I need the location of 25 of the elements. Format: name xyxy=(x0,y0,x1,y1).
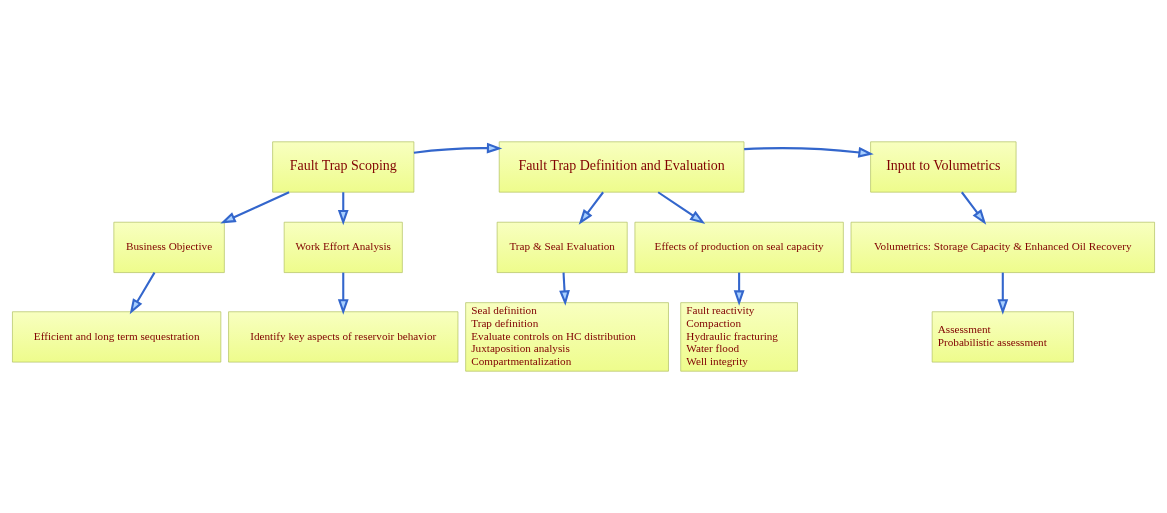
node-box: Assessment Probabilistic assessment xyxy=(931,311,1074,363)
arrow xyxy=(744,146,874,158)
node-box: Efficient and long term sequestration xyxy=(12,311,222,363)
node-box: Business Objective xyxy=(113,221,225,273)
arrow xyxy=(578,191,604,225)
node-box: Work Effort Analysis xyxy=(283,221,403,273)
node-box: Input to Volumetrics xyxy=(870,141,1017,193)
node-box: Seal definition Trap definition Evaluate controls on HC distribution Juxtaposition analysis Compartmentalization xyxy=(465,302,669,372)
arrow xyxy=(559,272,570,306)
node-box: Fault Trap Scoping xyxy=(272,141,415,193)
arrow xyxy=(657,191,706,224)
node-box: Fault reactivity Compaction Hydraulic fracturing Water flood Well integrity xyxy=(680,302,798,372)
node-box: Identify key aspects of reservoir behavior xyxy=(228,311,459,363)
node-box: Fault Trap Definition and Evaluation xyxy=(498,141,745,193)
arrow xyxy=(961,191,987,225)
arrow xyxy=(413,142,503,154)
arrow xyxy=(129,272,156,315)
arrow xyxy=(220,191,290,224)
node-box: Trap & Seal Evaluation xyxy=(496,221,628,273)
node-box: Effects of production on seal capacity xyxy=(634,221,844,273)
node-box: Volumetrics: Storage Capacity & Enhanced Oil Recovery xyxy=(850,221,1155,273)
arrow xyxy=(997,272,1009,315)
arrow xyxy=(337,272,349,315)
arrow xyxy=(337,192,349,226)
arrow xyxy=(733,272,745,306)
